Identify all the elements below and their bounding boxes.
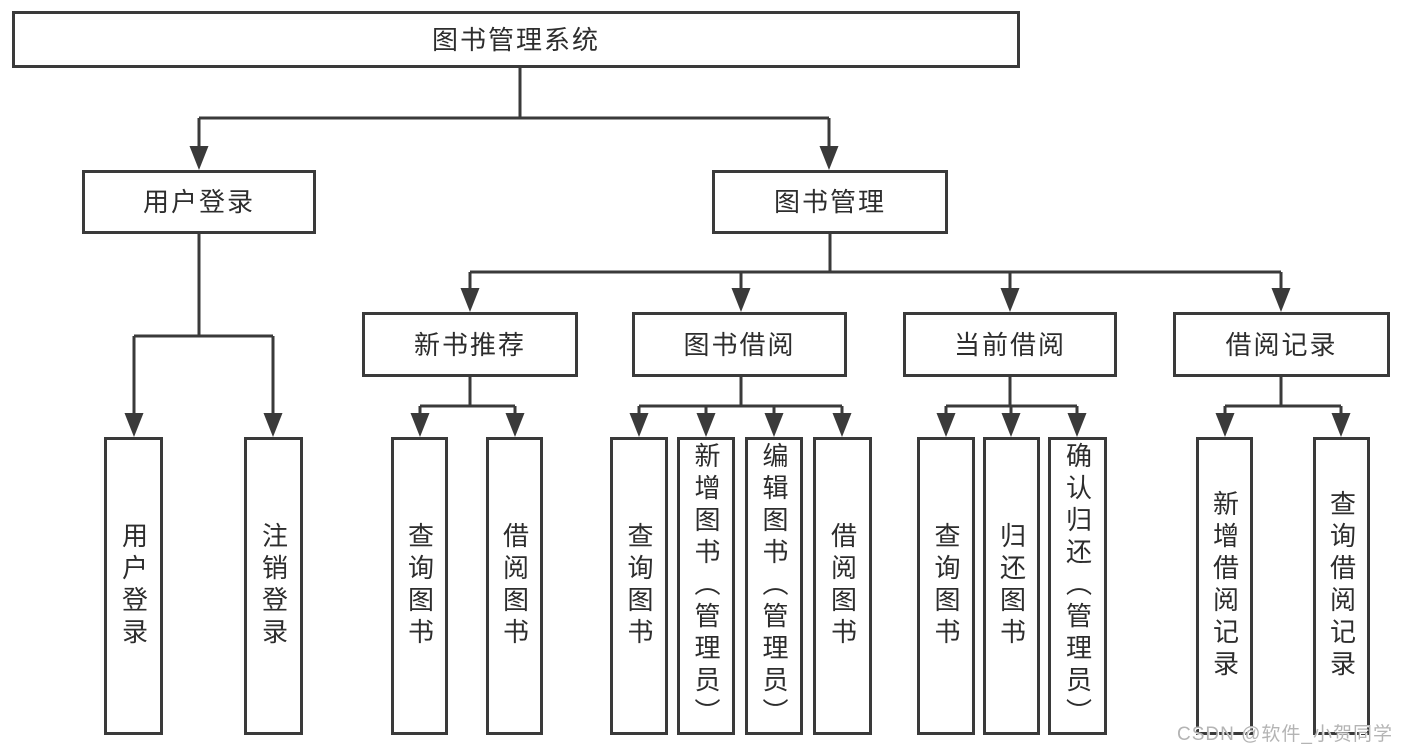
node-new-book-recommend-label: 新书推荐 — [413, 329, 526, 360]
leaf-borrow-query: 查询图书 — [610, 437, 668, 735]
node-borrow-record: 借阅记录 — [1173, 312, 1390, 377]
leaf-record-query-label: 查询借阅记录 — [1326, 490, 1357, 682]
leaf-borrow-borrow: 借阅图书 — [813, 437, 872, 735]
leaf-newbook-query: 查询图书 — [391, 437, 448, 735]
leaf-current-query: 查询图书 — [917, 437, 975, 735]
leaf-borrow-add-admin-label: 新增图书（管理员） — [691, 442, 721, 730]
node-new-book-recommend: 新书推荐 — [362, 312, 578, 377]
leaf-borrow-add-admin: 新增图书（管理员） — [677, 437, 735, 735]
node-book-borrow: 图书借阅 — [632, 312, 847, 377]
leaf-current-return: 归还图书 — [983, 437, 1040, 735]
leaf-newbook-borrow-label: 借阅图书 — [499, 522, 530, 650]
leaf-newbook-query-label: 查询图书 — [404, 522, 435, 650]
leaf-logout: 注销登录 — [244, 437, 303, 735]
node-current-borrow: 当前借阅 — [903, 312, 1117, 377]
leaf-current-confirm-admin: 确认归还（管理员） — [1048, 437, 1107, 735]
leaf-record-add-label: 新增借阅记录 — [1209, 490, 1240, 682]
leaf-record-query: 查询借阅记录 — [1313, 437, 1370, 735]
arrowheads — [124, 146, 1351, 437]
node-root-label: 图书管理系统 — [431, 24, 600, 55]
node-book-borrow-label: 图书借阅 — [683, 329, 796, 360]
leaf-borrow-edit-admin-label: 编辑图书（管理员） — [759, 442, 789, 730]
node-user-login-label: 用户登录 — [142, 187, 255, 217]
node-book-management: 图书管理 — [712, 170, 948, 234]
leaf-newbook-borrow: 借阅图书 — [486, 437, 543, 735]
leaf-record-add: 新增借阅记录 — [1196, 437, 1253, 735]
leaf-borrow-query-label: 查询图书 — [624, 522, 654, 650]
leaf-user-login-label: 用户登录 — [118, 522, 149, 650]
leaf-current-confirm-admin-label: 确认归还（管理员） — [1062, 442, 1093, 730]
leaf-borrow-edit-admin: 编辑图书（管理员） — [745, 437, 803, 735]
leaf-current-return-label: 归还图书 — [996, 522, 1027, 650]
leaf-borrow-borrow-label: 借阅图书 — [827, 522, 858, 650]
node-book-management-label: 图书管理 — [773, 187, 886, 217]
leaf-logout-label: 注销登录 — [258, 522, 289, 650]
leaf-current-query-label: 查询图书 — [931, 522, 961, 650]
leaf-user-login: 用户登录 — [104, 437, 163, 735]
node-user-login: 用户登录 — [82, 170, 316, 234]
node-borrow-record-label: 借阅记录 — [1225, 329, 1338, 360]
node-current-borrow-label: 当前借阅 — [953, 329, 1066, 360]
node-root: 图书管理系统 — [12, 11, 1020, 68]
csdn-watermark: CSDN @软件_小贺同学 — [1177, 724, 1393, 745]
